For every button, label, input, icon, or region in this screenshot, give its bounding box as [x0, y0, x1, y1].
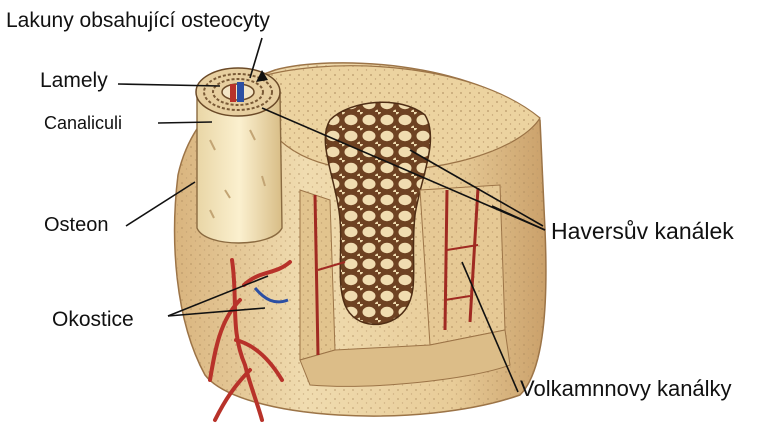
label-canaliculi: Canaliculi [44, 114, 122, 132]
label-volkmannovy-kanalky: Volkamnnovy kanálky [520, 378, 732, 400]
label-haversuv-kanalek: Haversův kanálek [551, 220, 734, 243]
label-osteon: Osteon [44, 215, 108, 235]
label-okostice: Okostice [52, 309, 134, 330]
label-lamely: Lamely [40, 70, 108, 91]
label-lakuny: Lakuny obsahující osteocyty [6, 10, 270, 31]
